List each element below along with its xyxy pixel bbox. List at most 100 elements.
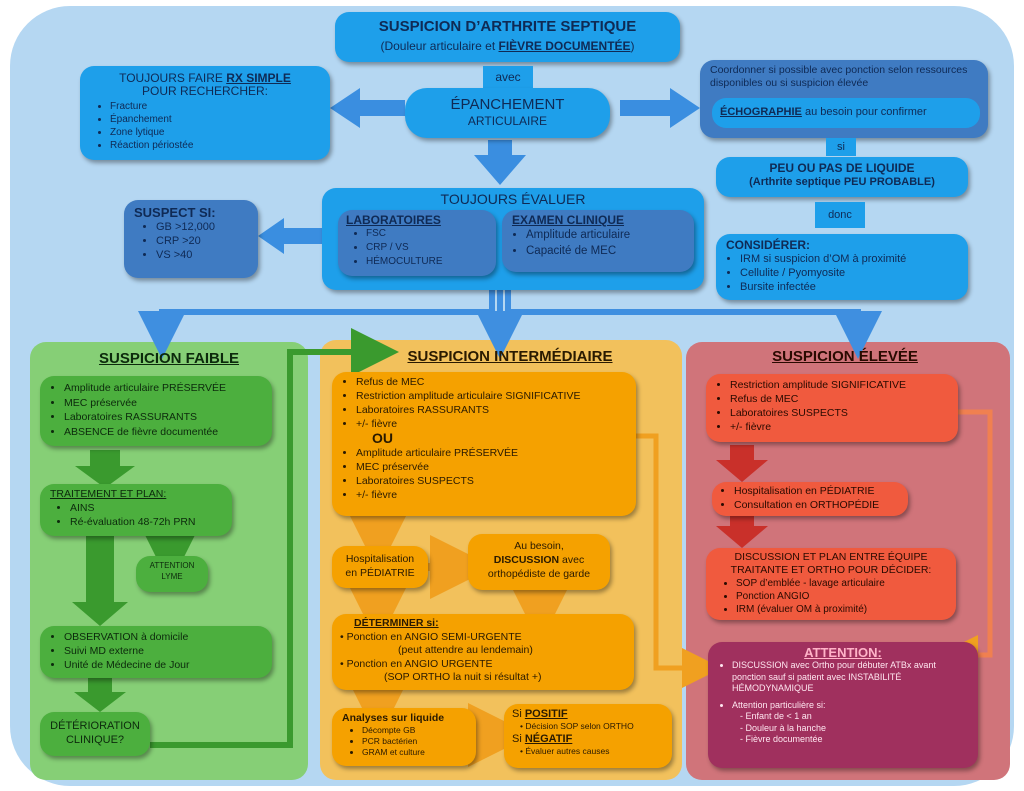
determiner-text: Ponction en ANGIO URGENTE <box>346 657 493 670</box>
determiner-text: Ponction en ANGIO SEMI-URGENTE <box>346 630 522 643</box>
elevee-hosp-box: Hospitalisation en PÉDIATRIE Consultatio… <box>712 482 908 516</box>
attention-item: Attention particulière si: <box>732 700 968 712</box>
besoin-line3: orthopédiste de garde <box>487 568 591 580</box>
considerer-box: CONSIDÉRER: IRM si suspicion d’OM à prox… <box>716 234 968 300</box>
elevee-criterion: Refus de MEC <box>730 392 948 406</box>
label-avec: avec <box>483 66 533 88</box>
discussion-title: DISCUSSION ET PLAN ENTRE ÉQUIPE TRAITANT… <box>730 551 932 576</box>
page-title: SUSPICION D’ARTHRITE SEPTIQUE <box>378 18 637 35</box>
discussion-item: IRM (évaluer OM à proximité) <box>736 603 946 616</box>
suspect-title: SUSPECT SI: <box>134 205 216 220</box>
peu-line2: (Arthrite septique PEU PROBABLE) <box>749 176 935 188</box>
inter-criterion: Laboratoires SUSPECTS <box>356 474 626 488</box>
negatif-pre: Si <box>512 733 525 745</box>
determiner-box: DÉTERMINER si: • Ponction en ANGIO SEMI-… <box>332 614 634 690</box>
inter-hosp-line1: Hospitalisation <box>345 553 415 565</box>
inter-criterion: +/- fièvre <box>356 417 626 431</box>
negatif-item: • Évaluer autres causes <box>520 746 610 756</box>
attention-sub-text: Fièvre documentée <box>745 734 823 744</box>
analyses-item: PCR bactérien <box>362 736 466 747</box>
rx-line2: POUR RECHERCHER: <box>141 84 268 98</box>
suspect-item: VS >40 <box>156 248 248 262</box>
analyses-item: Décompte GB <box>362 725 466 736</box>
positif-pre: Si <box>512 708 525 720</box>
rx-box: TOUJOURS FAIRE RX SIMPLE POUR RECHERCHER… <box>80 66 330 160</box>
elevee-hosp-item: Consultation en ORTHOPÉDIE <box>734 498 900 512</box>
elevee-title: SUSPICION ÉLEVÉE <box>772 348 918 365</box>
echo-rest: au besoin pour confirmer <box>801 106 927 118</box>
deterioration-box: DÉTÉRIORATION CLINIQUE? <box>40 712 150 756</box>
lyme-line2: LYME <box>161 572 183 581</box>
inter-title: SUSPICION INTERMÉDIAIRE <box>407 348 613 365</box>
analyses-box: Analyses sur liquide Décompte GB PCR bac… <box>332 708 476 766</box>
peu-line1: PEU OU PAS DE LIQUIDE <box>769 161 915 175</box>
header-box: SUSPICION D’ARTHRITE SEPTIQUE (Douleur a… <box>335 12 680 62</box>
traitement-item: AINS <box>70 501 222 515</box>
inter-criteria-box: Refus de MEC Restriction amplitude artic… <box>332 372 636 516</box>
elevee-hosp-item: Hospitalisation en PÉDIATRIE <box>734 484 900 498</box>
positif-item-text: Décision SOP selon ORTHO <box>525 721 634 731</box>
labo-item: CRP / VS <box>366 241 488 255</box>
attention-sub: - Enfant de < 1 an <box>740 711 812 721</box>
subtitle-post: ) <box>630 39 635 53</box>
label-si: si <box>826 138 856 156</box>
arrow-red-2 <box>716 510 768 548</box>
labo-title: LABORATOIRES <box>346 213 441 227</box>
inter-criterion: Amplitude articulaire PRÉSERVÉE <box>356 446 626 460</box>
subtitle-pre: (Douleur articulaire et <box>380 39 499 53</box>
arrow-to-rx <box>330 88 405 128</box>
discussion-item: SOP d’emblée - lavage articulaire <box>736 577 946 590</box>
suivi-item: Unité de Médecine de Jour <box>64 658 262 672</box>
determiner-item: • Ponction en ANGIO SEMI-URGENTE <box>340 630 522 643</box>
evaluer-title: TOUJOURS ÉVALUER <box>440 191 586 207</box>
epanchement-line2: ARTICULAIRE <box>467 114 548 128</box>
attention-sub-text: Douleur à la hanche <box>745 722 827 733</box>
suivi-box: OBSERVATION à domicile Suivi MD externe … <box>40 626 272 678</box>
attention-item: DISCUSSION avec Ortho pour débuter ATBx … <box>732 660 968 695</box>
elevee-criterion: +/- fièvre <box>730 420 948 434</box>
rx-item: Réaction périostée <box>110 139 320 152</box>
besoin-line1: Au besoin, <box>514 540 564 552</box>
suspect-box: SUSPECT SI: GB >12,000 CRP >20 VS >40 <box>124 200 258 278</box>
attention-sub: - Douleur à la hanche <box>740 722 827 733</box>
positif-label: POSITIF <box>524 708 568 720</box>
faible-title: SUSPICION FAIBLE <box>98 350 240 367</box>
inter-criterion: MEC préservée <box>356 460 626 474</box>
determiner-item: • Ponction en ANGIO URGENTE <box>340 657 493 670</box>
determiner-title: DÉTERMINER si: <box>354 617 439 629</box>
elevee-criteria-box: Restriction amplitude SIGNIFICATIVE Refu… <box>706 374 958 442</box>
analyses-item: GRAM et culture <box>362 747 466 758</box>
echo-em: ÉCHOGRAPHIE <box>720 106 802 118</box>
elevee-criterion: Laboratoires SUSPECTS <box>730 406 948 420</box>
considerer-item: Bursite infectée <box>740 280 958 294</box>
negatif-item-text: Évaluer autres causes <box>525 746 610 756</box>
inter-criterion: +/- fièvre <box>356 488 626 502</box>
inter-hosp-line2: en PÉDIATRIE <box>345 567 415 579</box>
besoin-avec: avec <box>559 554 585 566</box>
attention-title: ATTENTION: <box>804 645 882 660</box>
faible-criterion: MEC préservée <box>64 396 262 411</box>
suspect-item: GB >12,000 <box>156 220 248 234</box>
inter-hosp-box: Hospitalisation en PÉDIATRIE <box>332 546 428 588</box>
rx-line1-pre: TOUJOURS FAIRE <box>119 71 227 85</box>
elevee-criterion: Restriction amplitude SIGNIFICATIVE <box>730 378 948 392</box>
rx-line1-em: RX SIMPLE <box>226 71 291 85</box>
considerer-title: CONSIDÉRER: <box>726 238 811 252</box>
examen-title: EXAMEN CLINIQUE <box>512 213 625 227</box>
arrow-green-2 <box>72 520 128 626</box>
deterioration-line1: DÉTÉRIORATION <box>50 720 140 732</box>
labo-item: HÉMOCULTURE <box>366 255 488 269</box>
arrow-to-evaluer <box>474 140 526 185</box>
discussion-box: DISCUSSION ET PLAN ENTRE ÉQUIPE TRAITANT… <box>706 548 956 620</box>
label-donc: donc <box>815 202 865 228</box>
negatif-label: NÉGATIF <box>524 733 573 745</box>
epanchement-box: ÉPANCHEMENT ARTICULAIRE <box>405 88 610 138</box>
faible-criterion: Laboratoires RASSURANTS <box>64 410 262 425</box>
considerer-item: IRM si suspicion d’OM à proximité <box>740 252 958 266</box>
arrow-green-1 <box>75 450 135 488</box>
attention-sub: - Fièvre documentée <box>740 734 823 744</box>
peu-box: PEU OU PAS DE LIQUIDE (Arthrite septique… <box>716 157 968 197</box>
suspect-item: CRP >20 <box>156 234 248 248</box>
inter-criterion: Laboratoires RASSURANTS <box>356 403 626 417</box>
